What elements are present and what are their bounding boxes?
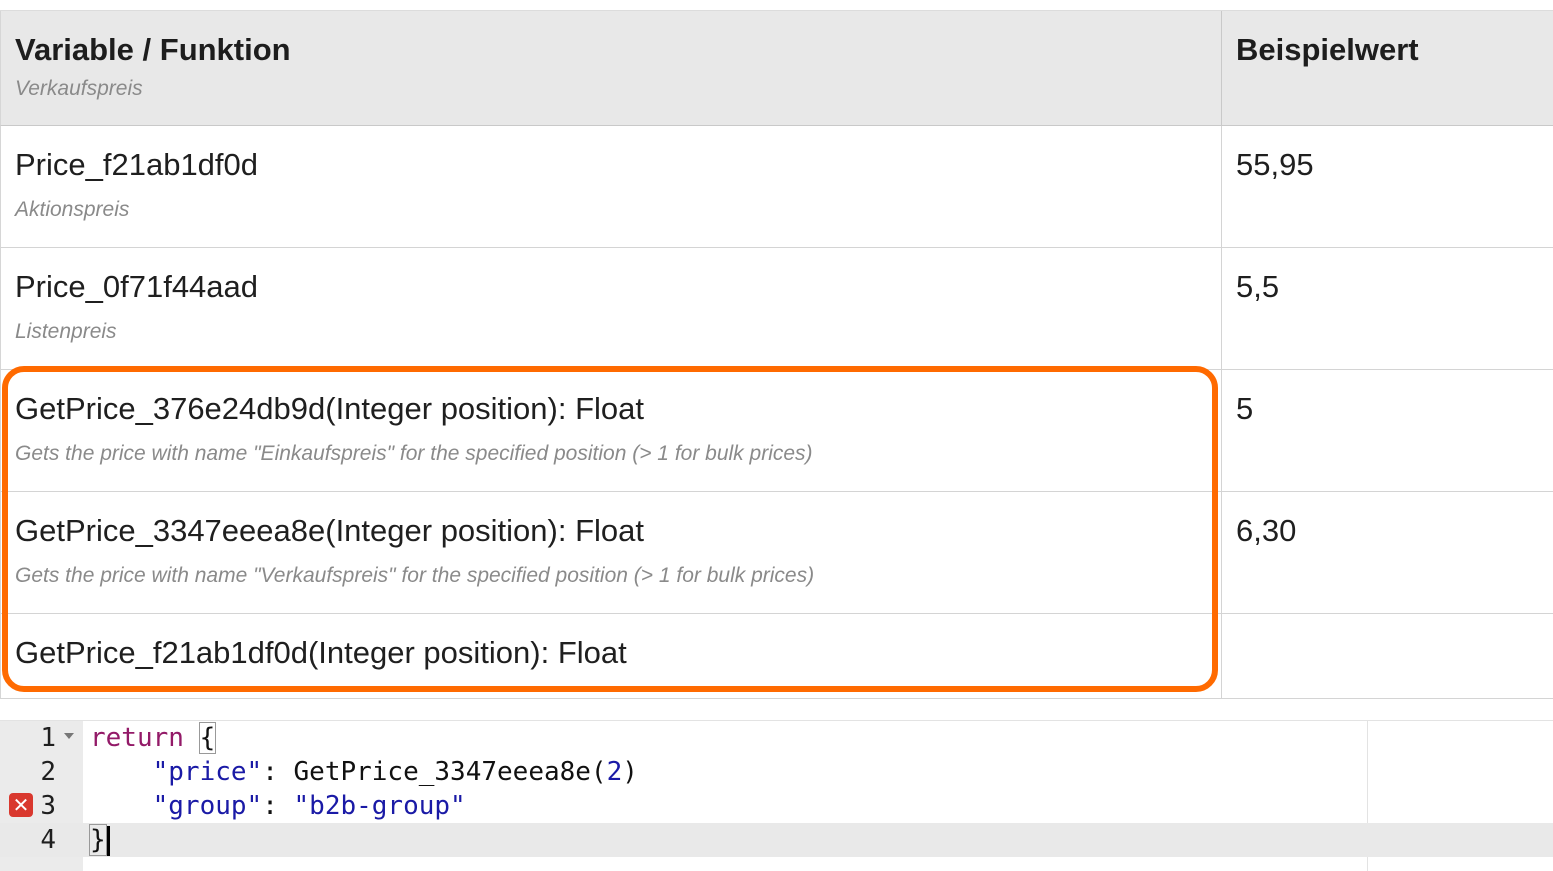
json-key: "price" bbox=[152, 757, 263, 787]
function-call: GetPrice_3347eeea8e( bbox=[293, 757, 607, 787]
keyword-return: return bbox=[90, 723, 184, 753]
json-key: "group" bbox=[152, 791, 263, 821]
line-number: 2 bbox=[40, 757, 56, 787]
line-number: 4 bbox=[40, 825, 56, 855]
function-name: GetPrice_f21ab1df0d(Integer position): F… bbox=[15, 635, 627, 670]
text-cursor bbox=[106, 825, 110, 856]
line-number: 1 bbox=[40, 723, 56, 753]
function-name: GetPrice_376e24db9d(Integer position): F… bbox=[15, 391, 645, 426]
function-description: Gets the price with name "Verkaufspreis"… bbox=[15, 564, 815, 587]
header-title-example: Beispielwert bbox=[1236, 32, 1419, 67]
example-cell: 5 bbox=[1222, 370, 1553, 491]
open-brace: { bbox=[198, 722, 217, 754]
header-col-variable: Variable / Funktion Verkaufspreis bbox=[1, 11, 1222, 125]
header-col-example: Beispielwert bbox=[1222, 11, 1553, 125]
table-row[interactable]: GetPrice_376e24db9d(Integer position): F… bbox=[0, 370, 1553, 492]
header-subtitle: Verkaufspreis bbox=[15, 77, 143, 100]
variable-name: Price_0f71f44aad bbox=[15, 269, 259, 304]
table-row[interactable]: Price_0f71f44aad Listenpreis 5,5 bbox=[0, 248, 1553, 370]
json-string-value: "b2b-group" bbox=[293, 791, 466, 821]
example-value: 5 bbox=[1236, 391, 1254, 426]
table-row[interactable]: GetPrice_f21ab1df0d(Integer position): F… bbox=[0, 614, 1553, 699]
table-row[interactable]: GetPrice_3347eeea8e(Integer position): F… bbox=[0, 492, 1553, 614]
example-value: 6,30 bbox=[1236, 513, 1297, 548]
example-cell bbox=[1222, 614, 1553, 698]
variables-table: Variable / Funktion Verkaufspreis Beispi… bbox=[0, 10, 1553, 699]
table-header: Variable / Funktion Verkaufspreis Beispi… bbox=[0, 11, 1553, 126]
variable-cell: Price_f21ab1df0d Aktionspreis bbox=[1, 126, 1222, 247]
print-margin bbox=[1367, 721, 1368, 871]
function-argument: 2 bbox=[606, 757, 623, 787]
example-cell: 6,30 bbox=[1222, 492, 1553, 613]
line-number: 3 bbox=[40, 791, 56, 821]
table-row[interactable]: Price_f21ab1df0d Aktionspreis 55,95 bbox=[0, 126, 1553, 248]
close-paren: ) bbox=[622, 757, 638, 787]
variable-cell: GetPrice_376e24db9d(Integer position): F… bbox=[1, 370, 1222, 491]
code-line[interactable]: ✕ 3 "group": "b2b-group" bbox=[0, 789, 1553, 823]
variable-description: Aktionspreis bbox=[15, 198, 130, 221]
code-editor[interactable]: 1 return { 2 "price": GetPrice_3347eeea8… bbox=[0, 720, 1553, 871]
example-cell: 55,95 bbox=[1222, 126, 1553, 247]
function-name: GetPrice_3347eeea8e(Integer position): F… bbox=[15, 513, 645, 548]
code-line-active[interactable]: 4 } bbox=[0, 823, 1553, 857]
fold-arrow-icon[interactable] bbox=[64, 733, 74, 739]
error-icon[interactable]: ✕ bbox=[9, 793, 33, 817]
example-value: 5,5 bbox=[1236, 269, 1280, 304]
variable-cell: Price_0f71f44aad Listenpreis bbox=[1, 248, 1222, 369]
header-title-variable: Variable / Funktion bbox=[15, 32, 291, 67]
example-value: 55,95 bbox=[1236, 147, 1314, 182]
code-line[interactable]: 1 return { bbox=[0, 721, 1553, 755]
code-line[interactable]: 2 "price": GetPrice_3347eeea8e(2) bbox=[0, 755, 1553, 789]
colon: : bbox=[262, 791, 294, 821]
close-brace: } bbox=[89, 824, 107, 856]
variable-cell: GetPrice_f21ab1df0d(Integer position): F… bbox=[1, 614, 1222, 698]
example-cell: 5,5 bbox=[1222, 248, 1553, 369]
variable-name: Price_f21ab1df0d bbox=[15, 147, 259, 182]
colon: : bbox=[262, 757, 294, 787]
variable-cell: GetPrice_3347eeea8e(Integer position): F… bbox=[1, 492, 1222, 613]
function-description: Gets the price with name "Einkaufspreis"… bbox=[15, 442, 813, 465]
variable-description: Listenpreis bbox=[15, 320, 117, 343]
